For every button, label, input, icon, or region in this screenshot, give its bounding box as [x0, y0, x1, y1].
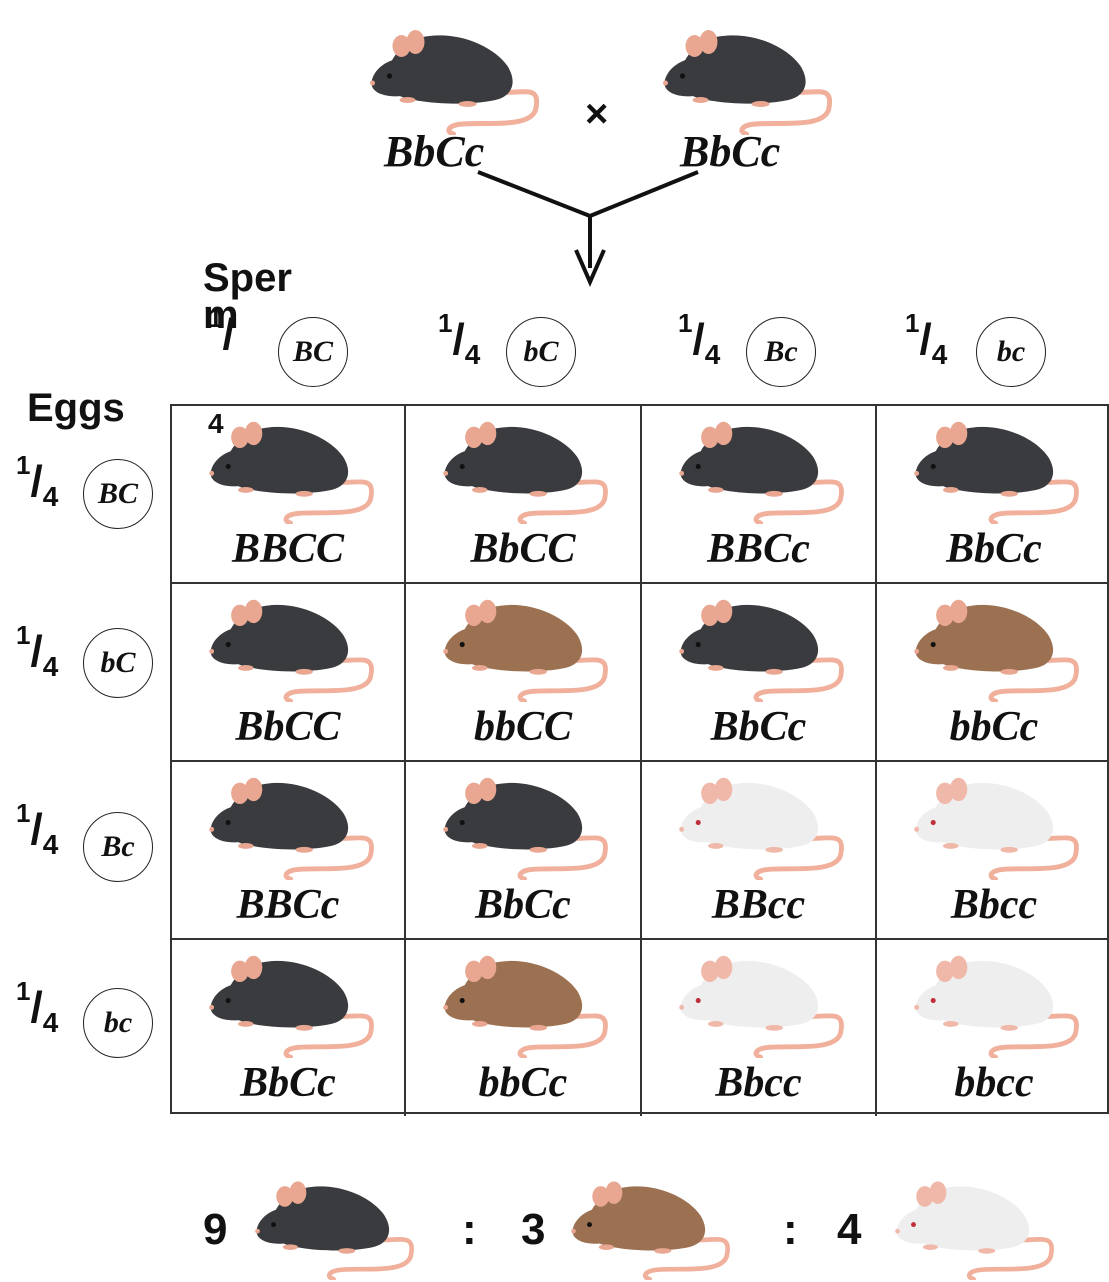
cell-genotype: BbCc — [240, 1060, 336, 1106]
sperm-fraction-1-den: 4 — [208, 408, 224, 439]
cell-genotype: bbCC — [473, 704, 573, 750]
punnett-cell: bbcc — [877, 940, 1109, 1116]
brown-mouse-icon — [914, 599, 1077, 702]
cell-genotype: BbCC — [235, 704, 341, 750]
punnett-cell: BbCc — [877, 406, 1109, 584]
cross-arrow — [477, 170, 699, 287]
sperm-gamete-3: Bc — [746, 317, 816, 387]
punnett-cell: BbCC — [406, 406, 642, 584]
egg-fraction-2: 1/4 — [16, 620, 59, 682]
punnett-cell: BBcc — [642, 762, 877, 940]
white-mouse-icon — [679, 777, 842, 880]
cell-genotype: Bbcc — [950, 882, 1038, 928]
punnett-cell: BBCC — [172, 406, 406, 584]
sperm-fraction-2: 1/4 — [438, 308, 481, 370]
cell-genotype: Bbcc — [715, 1060, 802, 1106]
punnett-cell: BbCc — [406, 762, 642, 940]
egg-fraction-1: 1/4 — [16, 450, 59, 512]
parent-right-mouse-icon — [663, 30, 830, 134]
cell-genotype: BBCc — [236, 882, 340, 928]
egg-gamete-1: BC — [83, 459, 153, 529]
cell-genotype: BbCc — [946, 526, 1042, 572]
sperm-fraction-1: 1/ — [208, 303, 235, 359]
black-mouse-icon — [255, 1181, 412, 1280]
white-mouse-icon — [679, 955, 842, 1058]
black-mouse-icon — [443, 777, 606, 880]
white-mouse-icon — [914, 955, 1077, 1058]
cell-genotype: bbcc — [954, 1060, 1034, 1106]
cell-genotype: BbCC — [470, 526, 576, 572]
ratio-brown-count: 3 — [521, 1205, 546, 1254]
punnett-cell: bbCc — [406, 940, 642, 1116]
eggs-label: Eggs — [27, 386, 125, 430]
white-mouse-icon — [895, 1181, 1052, 1280]
punnett-cell: bbCC — [406, 584, 642, 762]
egg-gamete-4: bc — [83, 988, 153, 1058]
brown-mouse-icon — [571, 1181, 728, 1280]
ratio-separator-1: : — [462, 1205, 477, 1254]
punnett-cell: BbCc — [172, 940, 406, 1116]
black-mouse-icon — [209, 421, 372, 524]
black-mouse-icon — [914, 421, 1077, 524]
egg-gamete-3: Bc — [83, 812, 153, 882]
cell-genotype: BBcc — [711, 882, 806, 928]
punnett-cell: bbCc — [877, 584, 1109, 762]
ratio-black-count: 9 — [203, 1205, 228, 1254]
ratio-white-count: 4 — [837, 1205, 862, 1254]
black-mouse-icon — [209, 955, 372, 1058]
punnett-cell: BbCC — [172, 584, 406, 762]
cell-genotype: BbCc — [475, 882, 571, 928]
sperm-label: Sperm — [203, 256, 292, 337]
sperm-gamete-4: bc — [976, 317, 1046, 387]
black-mouse-icon — [679, 599, 842, 702]
cell-genotype: BBCC — [231, 526, 345, 572]
black-mouse-icon — [209, 599, 372, 702]
sperm-gamete-1: BC — [278, 317, 348, 387]
egg-fraction-3: 1/4 — [16, 798, 59, 860]
white-mouse-icon — [914, 777, 1077, 880]
black-mouse-icon — [679, 421, 842, 524]
punnett-cell: Bbcc — [877, 762, 1109, 940]
cross-symbol: × — [585, 92, 609, 136]
black-mouse-icon — [443, 421, 606, 524]
brown-mouse-icon — [443, 955, 606, 1058]
punnett-cell: BbCc — [642, 584, 877, 762]
parent-left-genotype: BbCc — [384, 127, 485, 176]
cell-genotype: BBCc — [707, 526, 810, 572]
sperm-gamete-2: bC — [506, 317, 576, 387]
cell-genotype: bbCc — [949, 704, 1039, 750]
cell-genotype: bbCc — [478, 1060, 568, 1106]
sperm-fraction-4: 1/4 — [905, 308, 948, 370]
egg-fraction-4: 1/4 — [16, 976, 59, 1038]
parent-left-mouse-icon — [370, 30, 537, 134]
brown-mouse-icon — [443, 599, 606, 702]
punnett-cell: BBCc — [642, 406, 877, 584]
egg-gamete-2: bC — [83, 628, 153, 698]
cell-genotype: BbCc — [710, 704, 807, 750]
punnett-cell: Bbcc — [642, 940, 877, 1116]
black-mouse-icon — [209, 777, 372, 880]
ratio-separator-2: : — [783, 1205, 798, 1254]
punnett-cell: BBCc — [172, 762, 406, 940]
sperm-fraction-3: 1/4 — [678, 308, 721, 370]
parent-right-genotype: BbCc — [680, 127, 781, 176]
